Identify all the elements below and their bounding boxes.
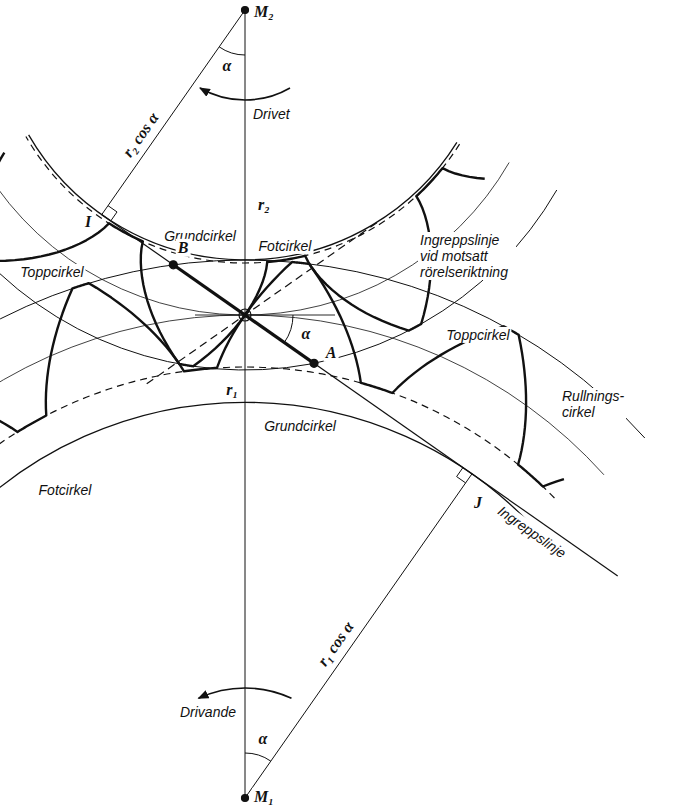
dimension-label: r₂ cos α: [118, 108, 164, 163]
pitch-circle: [0, 315, 604, 475]
point-label: B: [176, 239, 191, 257]
circle-label: Rullnings- cirkel: [560, 388, 626, 420]
rotation-arrow: [200, 88, 290, 100]
center-name: M₁: [252, 788, 276, 806]
gear-circles: [0, 135, 645, 523]
circle-label: Fotcirkel: [257, 238, 314, 254]
right-angle-mark: [457, 468, 466, 483]
pitch-point: [239, 309, 251, 321]
point-label: J: [472, 494, 484, 512]
dimension-label: r₂: [256, 196, 272, 214]
angle-symbol: α: [257, 730, 270, 748]
line-of-action: [102, 215, 618, 576]
reverse-line-of-action: [147, 220, 380, 383]
circle-label: Grundcirkel: [262, 418, 338, 434]
root-circle: [0, 367, 555, 499]
angle-arc: [245, 753, 271, 761]
path-of-contact: [173, 265, 314, 364]
right-angle-mark: [108, 206, 117, 221]
circle-label: Toppcirkel: [18, 264, 85, 280]
center-point: [242, 795, 249, 802]
contact-point: [310, 359, 318, 367]
pitch-tangent: [195, 315, 335, 316]
circle-label: Grundcirkel: [162, 228, 238, 244]
center-point: [242, 7, 249, 14]
center-name: M₂: [252, 3, 276, 21]
rotation-arrow: [199, 688, 292, 698]
circle-label: Fotcirkel: [37, 482, 94, 498]
line-label: Ingreppslinje vid motsatt rörelseriktnin…: [418, 232, 516, 280]
angle-arc: [284, 315, 293, 343]
circle-label: Toppcirkel: [444, 327, 511, 343]
angle-arc: [219, 47, 245, 55]
base-circle: [29, 135, 457, 260]
line-label: Ingreppslinje: [493, 501, 571, 562]
angle-symbol: α: [300, 325, 313, 343]
dimension-label: r₁ cos α: [313, 617, 359, 672]
base-radius-line: [245, 474, 472, 798]
pitch-point: [243, 313, 247, 317]
point-label: I: [83, 213, 93, 231]
contact-point: [169, 261, 177, 269]
tooth-profile: [0, 262, 564, 486]
rotation-label: Drivet: [251, 106, 292, 122]
construction-lines: [102, 7, 618, 802]
gear-teeth: [0, 153, 564, 487]
center-line: [245, 10, 246, 798]
root-circle: [26, 137, 460, 264]
base-radius-line: [102, 10, 245, 215]
angle-symbol: α: [221, 57, 234, 75]
dimension-label: r₁: [224, 381, 240, 399]
rotation-label: Drivande: [178, 704, 238, 720]
point-label: A: [324, 344, 339, 362]
tooth-profile: [0, 153, 485, 367]
